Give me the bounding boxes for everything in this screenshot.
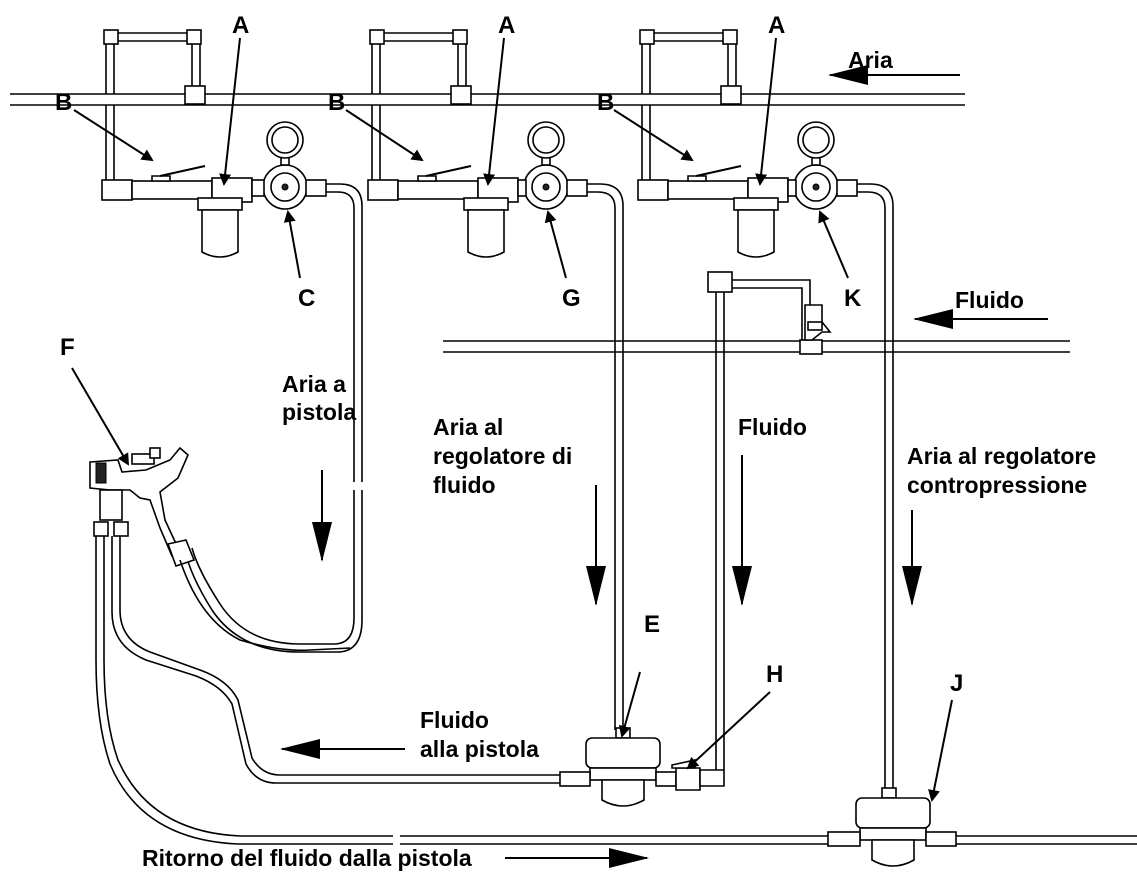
- label-aria-header: Aria: [848, 47, 893, 73]
- callout-h: H: [766, 661, 783, 688]
- label-ritorno: Ritorno del fluido dalla pistola: [142, 845, 472, 871]
- callout-b-1: B: [55, 89, 72, 116]
- callout-b-3: B: [597, 89, 614, 116]
- callout-b-2: B: [328, 89, 345, 116]
- air-tubes: [184, 183, 894, 790]
- air-station-2: [367, 29, 588, 258]
- callout-j: J: [950, 670, 963, 697]
- label-aria-reg-fluido-2: regolatore di: [433, 443, 572, 469]
- backpressure-regulator-j: [827, 787, 957, 867]
- callout-a-1: A: [232, 12, 249, 39]
- label-aria-reg-fluido-1: Aria al: [433, 414, 503, 440]
- air-station-1: [101, 29, 327, 258]
- fluid-header-pipe: [443, 340, 1070, 353]
- label-fluido-line: Fluido: [738, 414, 807, 440]
- fluid-supply-line: [707, 271, 832, 770]
- label-aria-a-pistola-2: pistola: [282, 399, 356, 425]
- callout-e: E: [644, 611, 660, 638]
- callout-k: K: [844, 285, 862, 312]
- label-aria-contro-1: Aria al regolatore: [907, 443, 1096, 469]
- air-station-3: [637, 29, 858, 258]
- callout-g: G: [562, 285, 581, 312]
- callout-a-3: A: [768, 12, 785, 39]
- label-aria-reg-fluido-3: fluido: [433, 472, 496, 498]
- label-aria-a-pistola-1: Aria a: [282, 371, 346, 397]
- callout-f: F: [60, 334, 75, 361]
- callout-leaders: [71, 37, 953, 802]
- flow-arrows: [280, 65, 1048, 868]
- spray-gun-f: [89, 446, 351, 652]
- label-fluido-header: Fluido: [955, 287, 1024, 313]
- fluid-regulator-e: [559, 727, 725, 807]
- label-fluido-pistola-1: Fluido: [420, 707, 489, 733]
- callout-a-2: A: [498, 12, 515, 39]
- label-fluido-pistola-2: alla pistola: [420, 736, 539, 762]
- air-header-pipe: [10, 93, 965, 106]
- callout-c: C: [298, 285, 315, 312]
- label-aria-contro-2: contropressione: [907, 472, 1087, 498]
- fluid-lines-gun: [95, 536, 1137, 845]
